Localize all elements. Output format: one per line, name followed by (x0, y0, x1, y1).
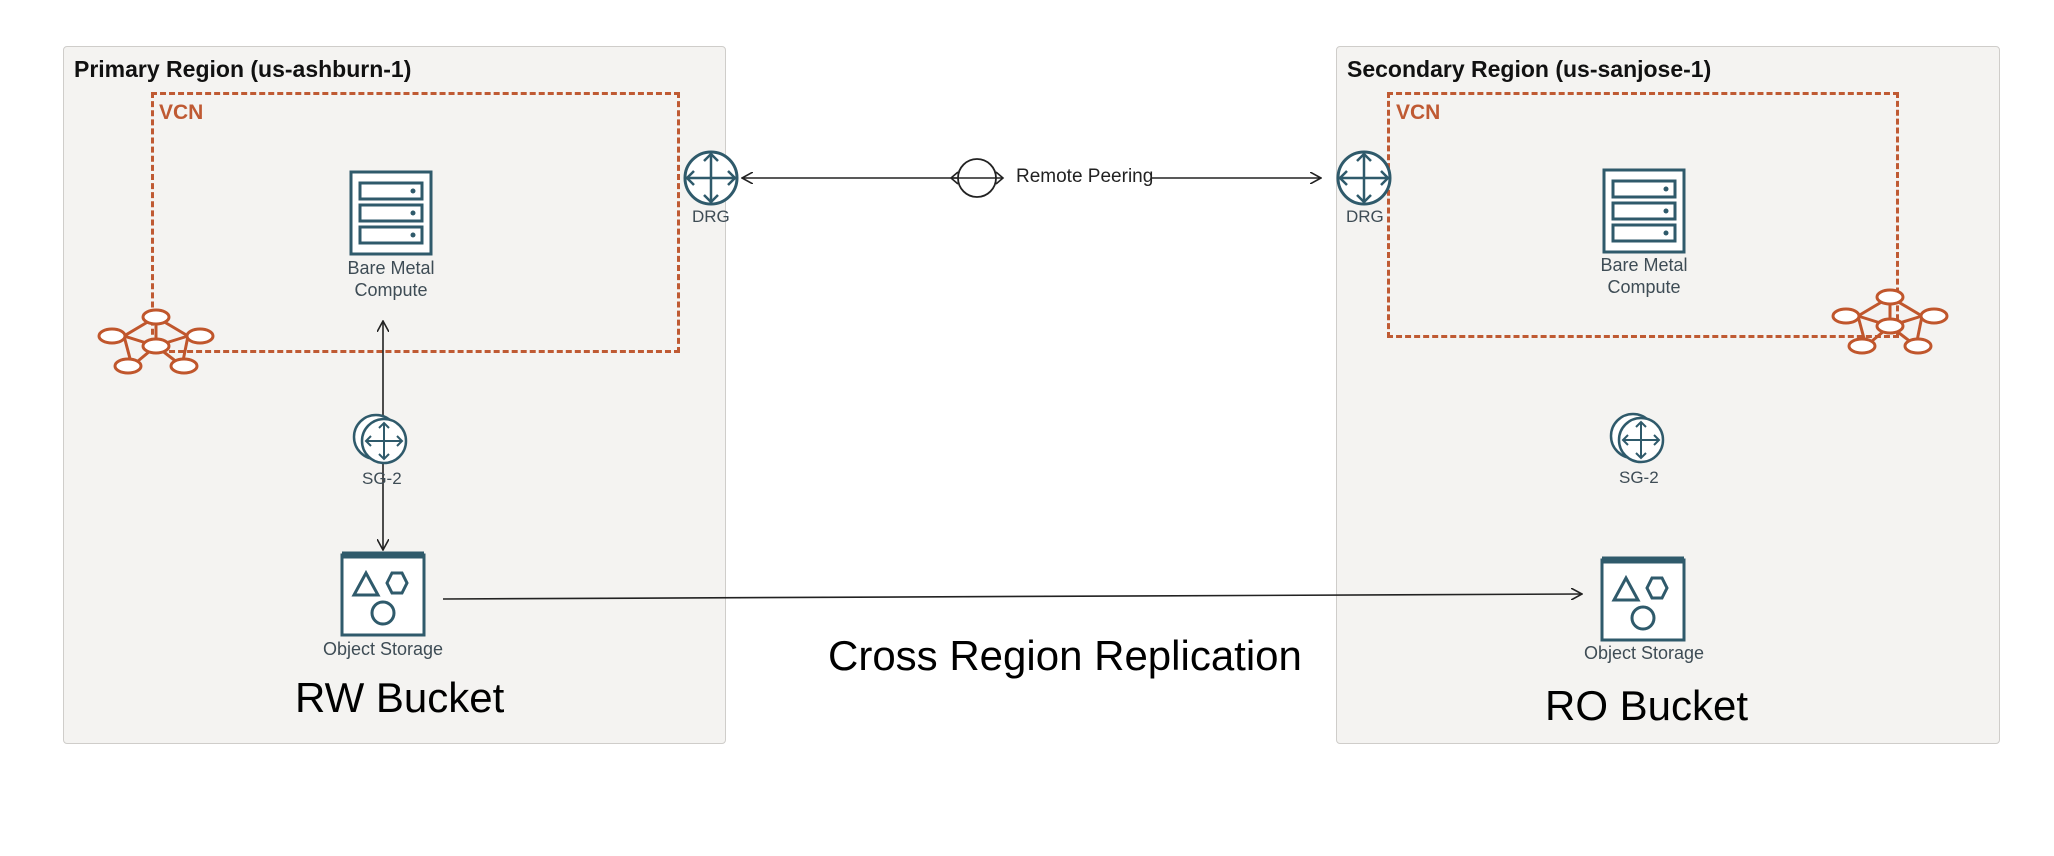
primary-vcn (151, 92, 680, 353)
secondary-object-storage-label: Object Storage (1584, 643, 1705, 663)
secondary-object-storage-icon (1600, 556, 1686, 642)
primary-drg-label: DRG (692, 207, 730, 226)
secondary-region-title: Secondary Region (us-sanjose-1) (1347, 56, 1712, 82)
secondary-vcn (1387, 92, 1899, 338)
primary-network-icon (97, 308, 215, 375)
secondary-vcn-label: VCN (1396, 101, 1441, 124)
cross-region-replication-label: Cross Region Replication (828, 632, 1302, 679)
secondary-drg-label: DRG (1346, 207, 1384, 226)
secondary-sg-icon (1609, 412, 1665, 464)
primary-object-storage-icon (340, 551, 426, 637)
secondary-compute-label-line1: Bare Metal (1600, 255, 1688, 275)
ro-bucket-label: RO Bucket (1545, 682, 1749, 729)
secondary-drg-icon (1336, 150, 1392, 206)
remote-peering-icon (949, 158, 1005, 198)
rw-bucket-label: RW Bucket (295, 674, 505, 721)
remote-peering-label: Remote Peering (1016, 166, 1154, 187)
secondary-compute-label: Bare Metal Compute (1584, 254, 1704, 298)
primary-object-storage-label: Object Storage (323, 639, 444, 659)
secondary-network-icon (1831, 288, 1949, 355)
secondary-compute-label-line2: Compute (1607, 277, 1681, 297)
primary-compute-label: Bare Metal Compute (331, 257, 451, 301)
primary-compute-icon (349, 170, 433, 256)
replication-arrow (442, 594, 1582, 599)
primary-compute-label-line1: Bare Metal (347, 258, 435, 278)
primary-vcn-label: VCN (159, 101, 204, 124)
primary-region-title: Primary Region (us-ashburn-1) (74, 56, 412, 82)
secondary-sg-label: SG-2 (1619, 468, 1659, 487)
secondary-compute-icon (1602, 168, 1686, 254)
primary-drg-icon (683, 150, 739, 206)
primary-sg-icon (352, 413, 408, 465)
primary-sg-label: SG-2 (362, 469, 402, 488)
primary-compute-label-line2: Compute (354, 280, 428, 300)
